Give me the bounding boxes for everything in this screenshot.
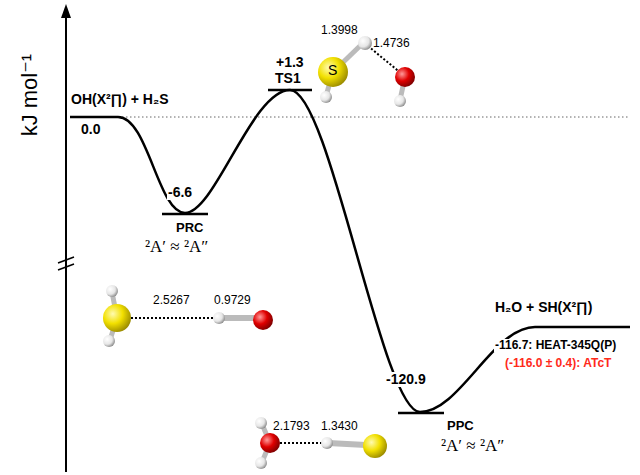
axis-arrow: [61, 4, 71, 18]
energy-value: -116.7: HEAT-345Q(P): [494, 339, 617, 352]
reactant-label: OH(X²∏) + H₂S: [70, 92, 169, 107]
ts1-molecule: [318, 36, 415, 107]
level-bar: [398, 412, 444, 415]
atom-label: S: [327, 63, 338, 78]
axis-title: kJ mol⁻¹: [18, 53, 42, 138]
energy-value: +1.3: [275, 55, 305, 70]
state-name: PRC: [175, 221, 204, 235]
level-bar: [268, 89, 312, 92]
state-name: TS1: [274, 71, 302, 86]
energy-value: (-116.0 ± 0.4): ATcT: [504, 357, 612, 370]
bond-length: 2.5267: [152, 294, 191, 307]
ppc-molecule: [255, 417, 387, 469]
bond-length: 1.3998: [320, 24, 359, 37]
energy-value: -120.9: [385, 372, 427, 387]
energy-value: 0.0: [80, 122, 101, 137]
bond-length: 1.3430: [320, 420, 359, 433]
state-name: PPC: [446, 419, 475, 433]
energy-value: -6.6: [167, 185, 193, 200]
y-axis: [65, 14, 67, 472]
axis-break: [58, 264, 74, 270]
reaction-path: [70, 90, 630, 412]
bond-length: 0.9729: [213, 294, 252, 307]
product-label: H₂O + SH(X²∏): [494, 300, 593, 315]
zero-reference: [90, 117, 628, 118]
level-bar: [162, 213, 208, 216]
bond-length: 1.4736: [372, 37, 411, 50]
bond-length: 2.1793: [272, 420, 311, 433]
axis-break: [58, 257, 74, 263]
symmetry-label: ²A′ ≈ ²A″: [144, 238, 209, 257]
symmetry-label: ²A′ ≈ ²A″: [440, 437, 505, 456]
prc-molecule: [103, 285, 273, 347]
